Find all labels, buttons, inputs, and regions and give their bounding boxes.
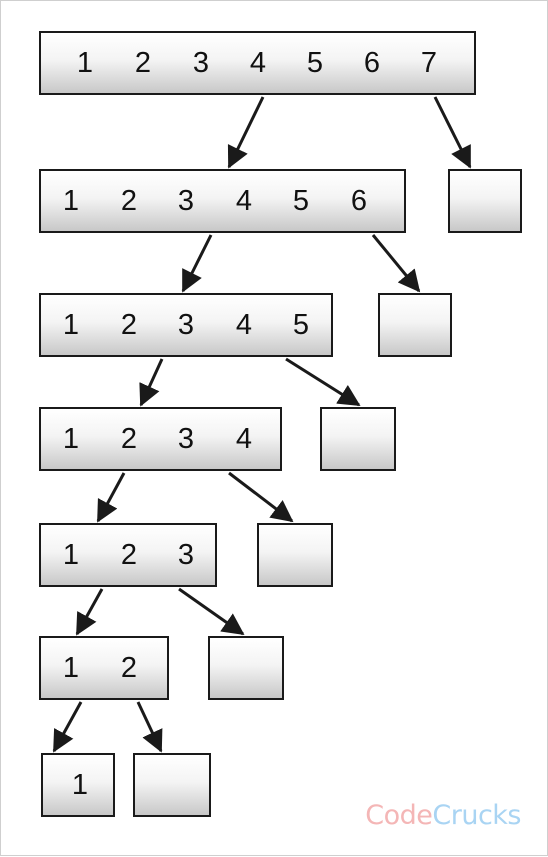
array-box-row-1: 1 2 3 4 5 6: [39, 169, 406, 233]
empty-box-row-5: [208, 636, 284, 700]
arrow-right-5: [136, 701, 163, 753]
array-cell: 5: [292, 184, 310, 217]
array-cell: 5: [292, 308, 310, 341]
arrow-left-1: [181, 234, 213, 293]
array-cell: 1: [62, 422, 80, 455]
empty-box-row-4: [257, 523, 333, 587]
arrow-left-0: [227, 96, 265, 169]
array-cell: 1: [76, 46, 94, 79]
array-cell: 3: [177, 422, 195, 455]
array-box-row-0: 1 2 3 4 5 6 7: [39, 31, 476, 95]
array-cell: 2: [120, 308, 138, 341]
array-cell: 5: [306, 46, 324, 79]
array-cell: 3: [177, 538, 195, 571]
array-box-row-2: 1 2 3 4 5: [39, 293, 333, 357]
arrow-left-3: [96, 472, 126, 523]
empty-box-row-2: [378, 293, 452, 357]
array-cell: 1: [62, 651, 80, 684]
array-cell: 4: [235, 308, 253, 341]
array-cell: 2: [134, 46, 152, 79]
array-cell: 1: [62, 308, 80, 341]
array-cell: 2: [120, 422, 138, 455]
arrow-right-0: [433, 96, 472, 169]
array-cell: 4: [249, 46, 267, 79]
array-box-row-4: 1 2 3: [39, 523, 217, 587]
array-cell: 3: [177, 308, 195, 341]
arrow-left-5: [52, 701, 83, 753]
empty-box-row-6: [133, 753, 211, 817]
array-cell: 6: [350, 184, 368, 217]
array-cell: 1: [71, 768, 89, 801]
arrow-right-1: [371, 234, 421, 293]
array-cell: 4: [235, 422, 253, 455]
arrow-right-2: [285, 357, 361, 407]
array-cell: 3: [192, 46, 210, 79]
array-cell: 2: [120, 651, 138, 684]
empty-box-row-3: [320, 407, 396, 471]
array-cell: 2: [120, 538, 138, 571]
array-box-row-6: 1: [41, 753, 115, 817]
array-cell: 3: [177, 184, 195, 217]
watermark-crucks: Crucks: [432, 800, 521, 831]
watermark-code: Code: [365, 800, 433, 831]
arrow-left-2: [139, 358, 164, 407]
arrow-left-4: [75, 588, 104, 636]
watermark-logo: CodeCrucks: [365, 800, 521, 831]
array-cell: 6: [363, 46, 381, 79]
array-cell: 7: [420, 46, 438, 79]
array-box-row-5: 1 2: [39, 636, 169, 700]
array-cell: 1: [62, 538, 80, 571]
array-cell: 4: [235, 184, 253, 217]
empty-box-row-1: [448, 169, 522, 233]
arrow-right-4: [178, 587, 245, 636]
arrow-right-3: [228, 471, 294, 523]
array-cell: 1: [62, 184, 80, 217]
array-cell: 2: [120, 184, 138, 217]
array-box-row-3: 1 2 3 4: [39, 407, 282, 471]
